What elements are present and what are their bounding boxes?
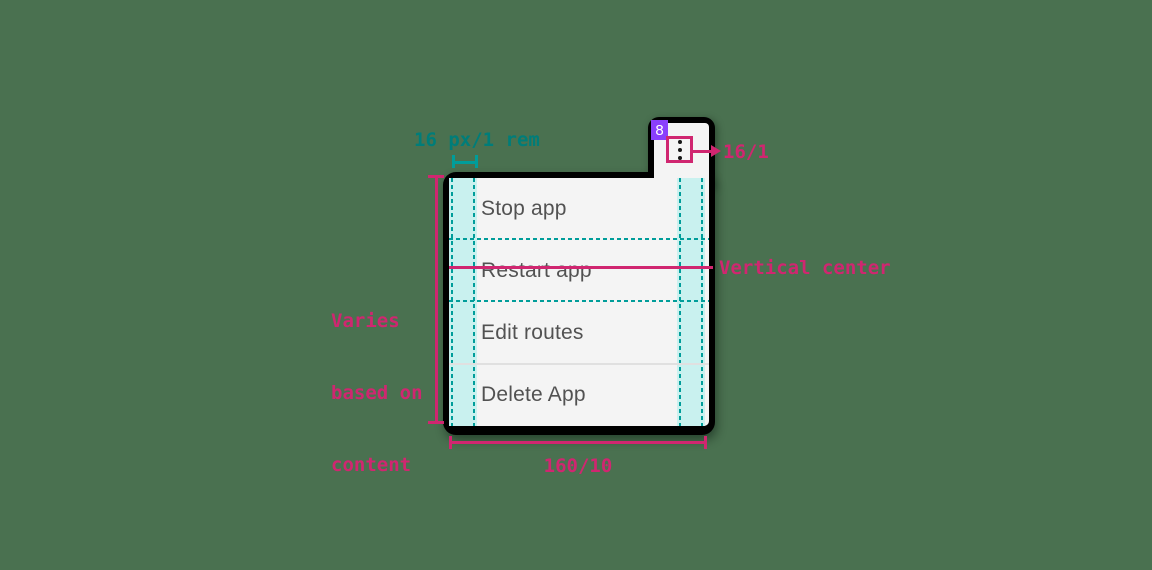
menu-item-stop-app[interactable]: Stop app (449, 178, 709, 240)
padding-guide-line (701, 178, 703, 426)
padding-guide-line (451, 178, 453, 426)
width-measure-line (449, 441, 707, 444)
padding-guide-line (679, 178, 681, 426)
width-measure-cap (449, 436, 452, 449)
icon-measure-line (693, 150, 713, 153)
padding-bracket-tick (475, 155, 478, 168)
height-varies-label-line: based on (331, 382, 423, 404)
height-measure-line (435, 176, 438, 424)
vertical-center-line (449, 266, 713, 269)
measure-arrow-icon (711, 145, 721, 157)
menu-divider (449, 363, 709, 365)
kebab-measure-box (666, 136, 693, 163)
menu-item-label: Edit routes (481, 321, 584, 344)
menu-item-label: Stop app (481, 197, 567, 220)
padding-size-label: 16 px/1 rem (414, 129, 540, 151)
height-measure-cap (428, 175, 444, 178)
overflow-kebab-icon (677, 155, 682, 160)
icon-size-label: 16/1 (723, 141, 769, 163)
height-varies-label-line: content (331, 454, 412, 476)
overflow-kebab-icon (677, 139, 682, 144)
height-varies-label-line: Varies (331, 310, 400, 332)
menu-item-edit-routes[interactable]: Edit routes (449, 302, 709, 364)
padding-bracket-line (452, 161, 478, 164)
menu-item-label: Restart app (481, 259, 592, 282)
vertical-center-label: Vertical center (719, 257, 891, 279)
padding-highlight-left (449, 178, 477, 426)
width-measure-cap (704, 436, 707, 449)
padding-guide-line (473, 178, 475, 426)
overflow-menu: Stop app Restart app Edit routes Delete … (449, 178, 709, 426)
menu-item-restart-app[interactable]: Restart app (449, 240, 709, 302)
height-measure-cap (428, 421, 444, 424)
padding-highlight-right (677, 178, 705, 426)
width-label: 160/10 (543, 455, 613, 477)
menu-item-label: Delete App (481, 383, 586, 406)
row-guide-line (449, 238, 709, 240)
height-varies-label: Varies based on content (331, 261, 423, 525)
overflow-kebab-icon (677, 147, 682, 152)
menu-item-delete-app[interactable]: Delete App (449, 364, 709, 426)
step-badge: 8 (651, 120, 668, 140)
row-guide-line (449, 300, 709, 302)
padding-bracket-tick (452, 155, 455, 168)
